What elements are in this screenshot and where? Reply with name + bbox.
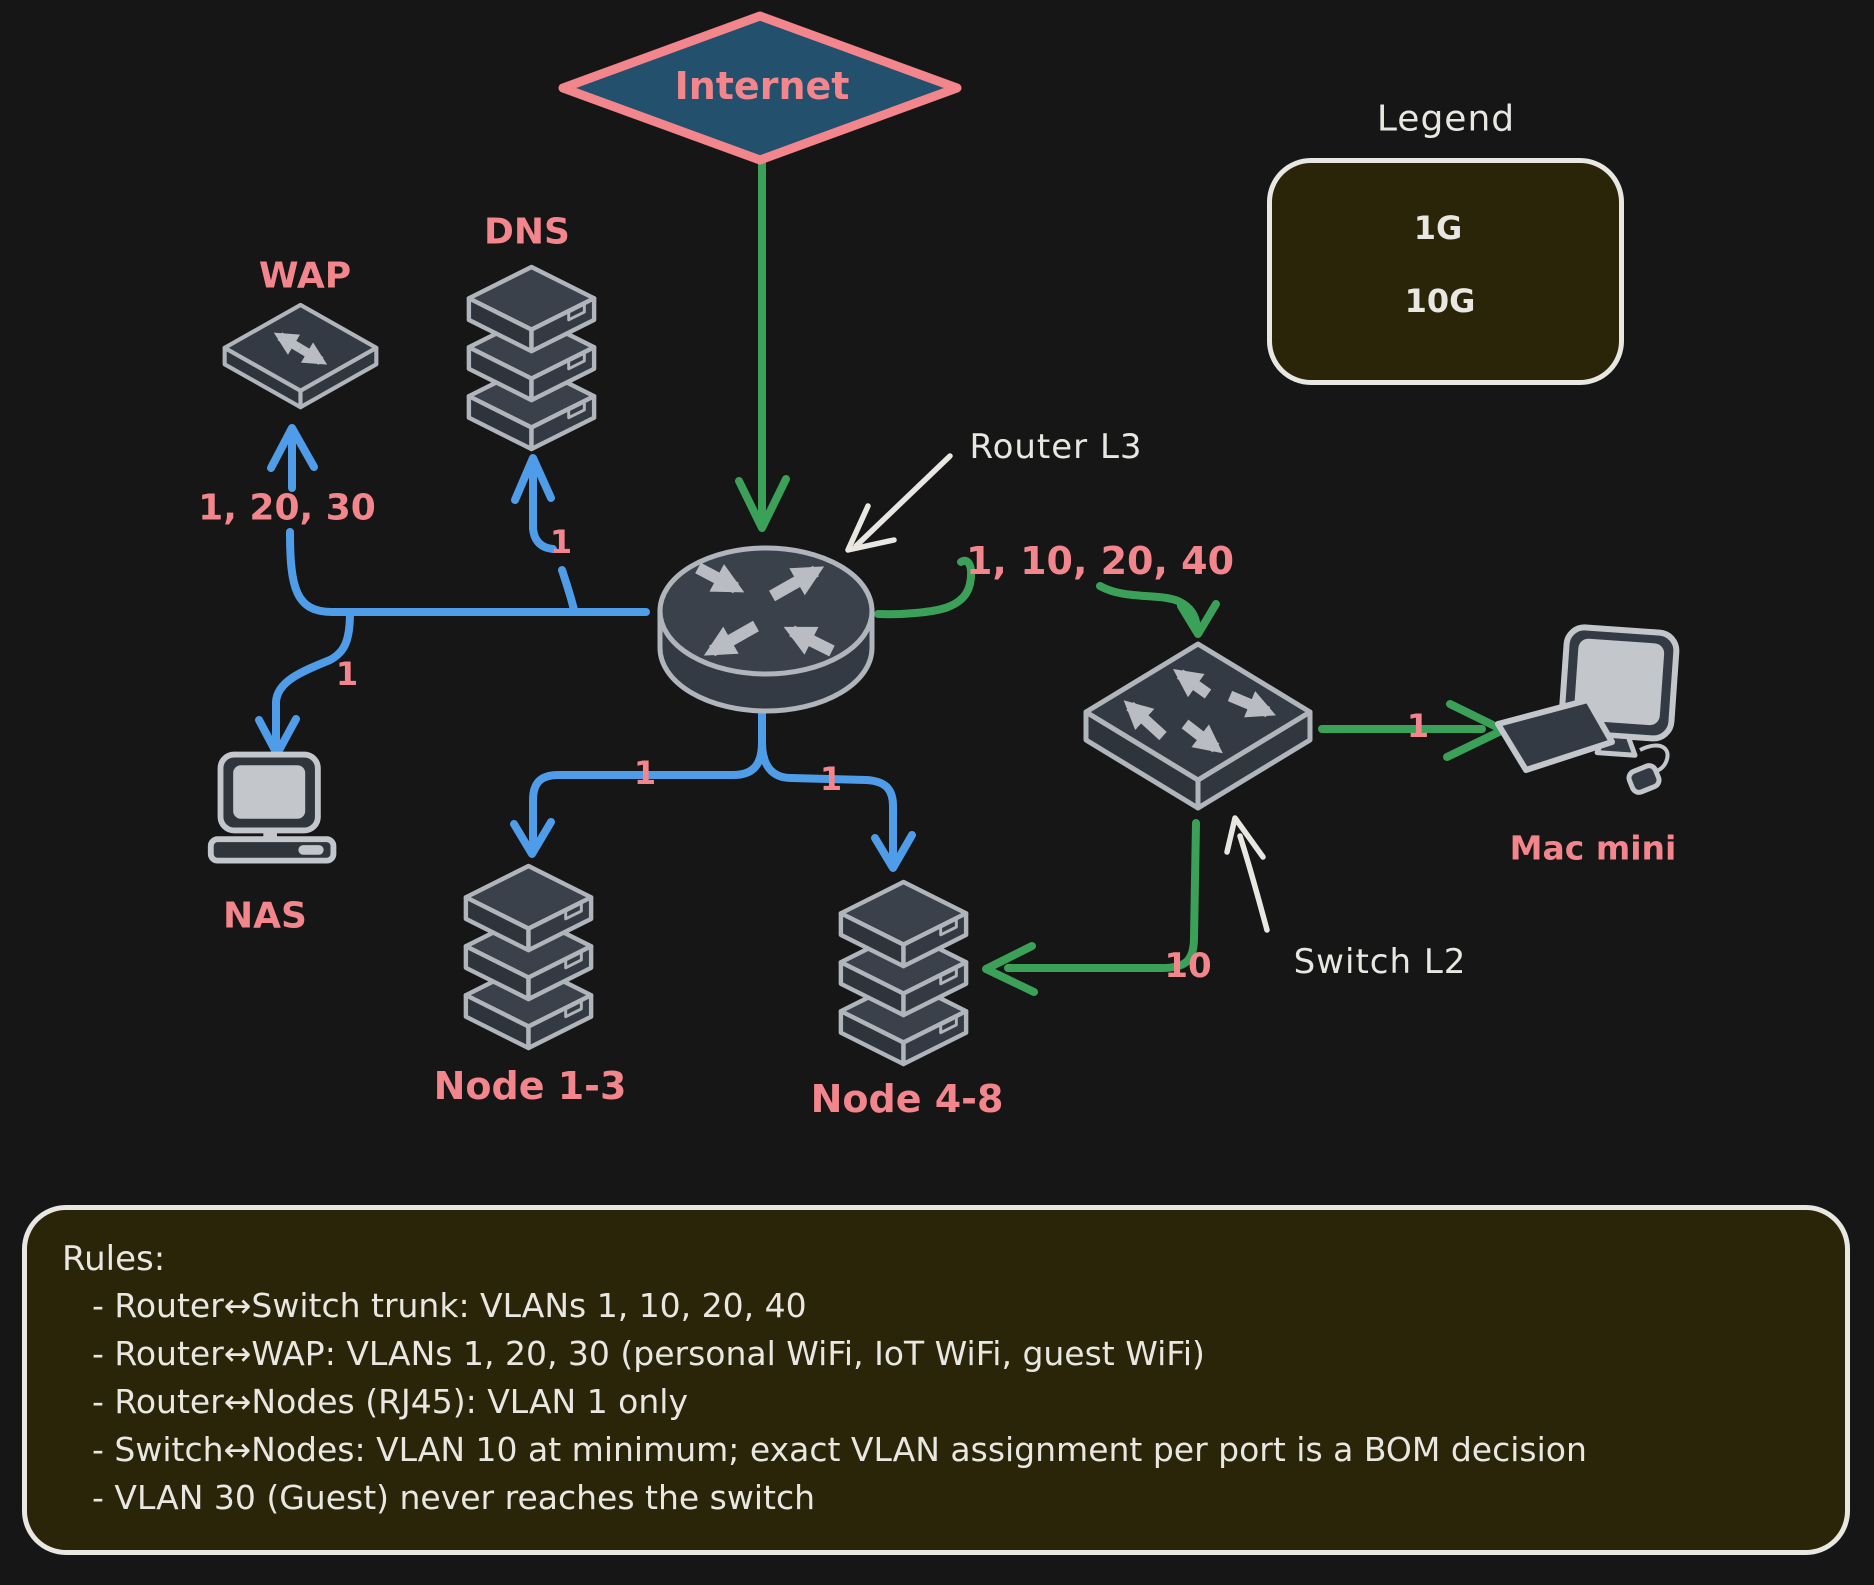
vlan-label-router-nas: 1	[335, 655, 359, 693]
router-arrows-icon	[695, 562, 835, 657]
arrowhead-switch-node48	[982, 942, 1038, 996]
server-stack-icon	[838, 879, 969, 1067]
edge-router-switch-a	[874, 556, 976, 619]
node-1-3-label: Node 1-3	[433, 1064, 627, 1108]
switch-arrows-icon	[1123, 669, 1276, 754]
router-label: Router L3	[969, 427, 1143, 467]
node-4-8	[838, 879, 969, 1067]
router-label-pointer	[853, 453, 953, 549]
dns-node	[466, 264, 597, 452]
arrowhead-wap	[267, 424, 318, 472]
rules-title: Rules:	[62, 1239, 166, 1279]
legend-10g-label: 10G	[1396, 282, 1484, 320]
edge-router-dns-stub	[558, 566, 578, 614]
mac-mini-label: Mac mini	[1509, 828, 1677, 868]
internet-diamond-shape	[558, 11, 962, 165]
nas-node	[207, 751, 337, 864]
nas-base-button	[298, 845, 324, 855]
vlan-label-router-node13: 1	[633, 754, 657, 792]
arrowhead-internet-router	[735, 475, 790, 532]
arrowhead-node48	[871, 831, 916, 872]
vlan-label-switch-node48: 10	[1164, 946, 1212, 986]
switch-top-face	[1083, 641, 1313, 783]
nas-base	[207, 836, 337, 864]
wap-node	[222, 302, 379, 410]
switch-label: Switch L2	[1293, 942, 1467, 982]
macmini-mouse	[1626, 763, 1662, 795]
switch-node	[1083, 641, 1313, 811]
rule-item: - VLAN 30 (Guest) never reaches the swit…	[92, 1478, 816, 1517]
vlan-label-router-dns: 1	[549, 523, 573, 561]
arrowhead-dns	[511, 454, 555, 504]
legend-1g-label: 1G	[1405, 209, 1471, 247]
vlan-label-router-node48: 1	[819, 760, 843, 798]
legend-box	[1267, 158, 1624, 385]
rule-item: - Router↔WAP: VLANs 1, 20, 30 (personal …	[92, 1334, 1205, 1373]
node-1-3	[463, 863, 594, 1051]
rule-item: - Switch↔Nodes: VLAN 10 at minimum; exac…	[92, 1430, 1587, 1469]
rule-item: - Router↔Nodes (RJ45): VLAN 1 only	[92, 1382, 688, 1421]
nas-screen	[233, 765, 306, 819]
rule-item: - Router↔Switch trunk: VLANs 1, 10, 20, …	[92, 1286, 807, 1325]
vlan-label-router-wap: 1, 20, 30	[198, 487, 376, 529]
vlan-label-switch-macmini: 1	[1406, 707, 1430, 745]
node-4-8-label: Node 4-8	[810, 1077, 1004, 1121]
arrowhead-nas	[255, 715, 300, 758]
arrowhead-node13	[510, 818, 555, 858]
server-stack-icon	[466, 264, 597, 452]
arrowhead-router-switch	[1177, 600, 1220, 638]
switch-label-pointer	[1237, 833, 1270, 933]
nas-neck	[263, 830, 277, 840]
internet-node	[558, 11, 962, 165]
edge-router-switch-b	[1096, 582, 1201, 632]
router-top	[657, 545, 875, 677]
internet-label: Internet	[674, 64, 850, 108]
wap-label: WAP	[258, 255, 352, 297]
server-stack-icon	[463, 863, 594, 1051]
mac-mini-node	[1495, 624, 1680, 795]
legend-title: Legend	[1376, 98, 1516, 140]
dns-label: DNS	[484, 211, 570, 253]
router-node	[657, 545, 875, 714]
nas-label: NAS	[223, 895, 307, 937]
macmini-keyboard	[1495, 697, 1615, 773]
rules-panel: Rules: - Router↔Switch trunk: VLANs 1, 1…	[22, 1205, 1850, 1555]
vlan-label-trunk: 1, 10, 20, 40	[965, 539, 1235, 583]
edge-router-wap-trunk	[286, 528, 650, 616]
wap-double-arrow-icon	[273, 332, 328, 365]
